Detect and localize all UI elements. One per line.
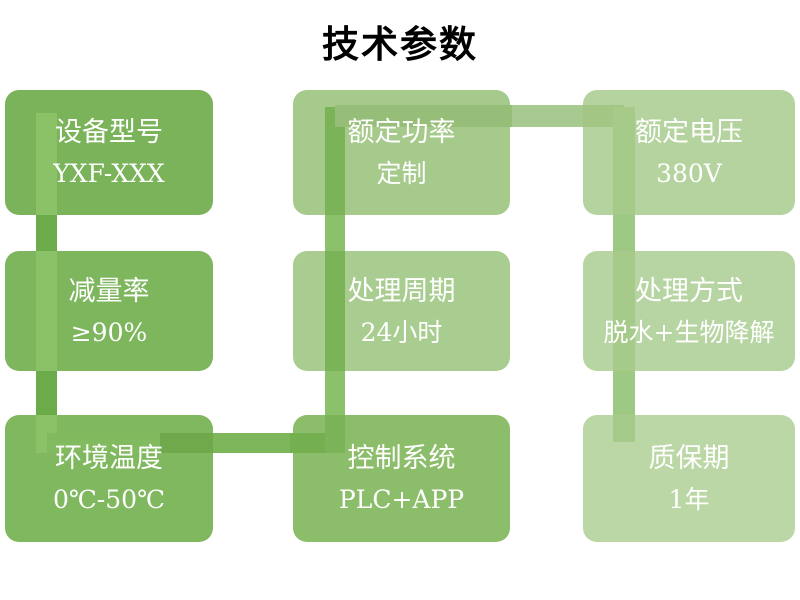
param-box-warranty-period: 质保期 1年 — [583, 415, 795, 542]
connector-col3-segment — [613, 371, 635, 415]
param-value: ≥90% — [70, 317, 148, 347]
param-value: 24小时 — [360, 317, 443, 347]
param-text: 处理周期 24小时 — [293, 251, 510, 371]
connector-col2-segment — [325, 371, 345, 415]
connector-col2-segment — [325, 107, 345, 215]
connector-col2-segment — [325, 415, 345, 453]
connector-col3-segment — [613, 415, 635, 442]
connector-col1-segment — [36, 251, 57, 371]
param-box-control-system: 控制系统 PLC+APP — [293, 415, 510, 542]
connector-row-top-segment — [335, 105, 512, 127]
connector-col3-segment — [613, 251, 635, 371]
param-label: 减量率 — [68, 275, 150, 307]
connector-col1-segment — [36, 215, 57, 251]
connector-col2-segment — [325, 251, 345, 371]
param-text: 环境温度 0℃-50℃ — [5, 415, 213, 542]
param-value: 0℃-50℃ — [52, 485, 166, 514]
connector-row-bottom-segment — [290, 433, 335, 453]
connector-col3-segment — [613, 215, 635, 251]
param-label: 设备型号 — [55, 117, 163, 148]
param-label: 控制系统 — [347, 443, 456, 474]
param-box-processing-cycle: 处理周期 24小时 — [293, 251, 510, 371]
param-text: 质保期 1年 — [583, 415, 795, 542]
param-box-device-model: 设备型号 YXF-XXX — [5, 90, 213, 215]
connector-col1-segment — [36, 371, 57, 415]
param-text: 减量率 ≥90% — [5, 251, 213, 371]
param-box-processing-method: 处理方式 脱水+生物降解 — [583, 251, 795, 371]
param-box-rated-power: 额定功率 定制 — [293, 90, 510, 215]
param-text: 处理方式 脱水+生物降解 — [583, 251, 795, 371]
connector-col1-segment — [36, 113, 57, 215]
param-label: 处理方式 — [635, 275, 743, 307]
param-text: 设备型号 YXF-XXX — [5, 90, 213, 215]
param-label: 额定功率 — [347, 117, 456, 148]
param-text: 控制系统 PLC+APP — [293, 415, 510, 542]
param-box-rated-voltage: 额定电压 380V — [583, 90, 795, 215]
connector-col3-segment — [613, 107, 635, 215]
connector-row-bottom-segment — [160, 433, 213, 453]
connector-row-top-segment — [512, 105, 583, 127]
connector-row-bottom-segment — [47, 433, 160, 453]
connector-col2-segment — [325, 215, 345, 251]
param-box-ambient-temperature: 环境温度 0℃-50℃ — [5, 415, 213, 542]
param-label: 额定电压 — [635, 117, 743, 148]
param-text: 额定功率 定制 — [293, 90, 510, 215]
param-value: 1年 — [668, 485, 710, 514]
slide-title: 技术参数 — [322, 24, 478, 65]
param-text: 额定电压 380V — [583, 90, 795, 215]
param-value: YXF-XXX — [53, 159, 165, 188]
param-label: 处理周期 — [347, 275, 456, 307]
param-value: PLC+APP — [338, 485, 465, 514]
param-label: 质保期 — [648, 443, 730, 474]
param-label: 环境温度 — [55, 443, 163, 474]
param-value: 380V — [656, 159, 722, 188]
param-value: 定制 — [376, 159, 427, 188]
param-box-reduction-rate: 减量率 ≥90% — [5, 251, 213, 371]
param-value: 脱水+生物降解 — [603, 317, 775, 347]
connector-row-bottom-segment — [213, 433, 290, 453]
